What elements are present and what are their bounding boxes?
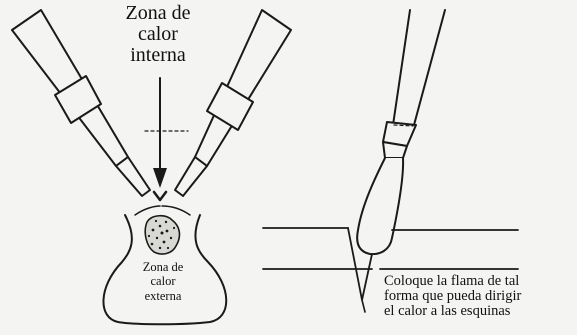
external-zone-line-2: calor	[150, 274, 176, 289]
workpiece-inner-left	[134, 205, 161, 216]
single-torch-flame	[356, 157, 405, 256]
right-torch-nozzle	[174, 156, 208, 197]
external-zone-label: Zona de calor externa	[128, 260, 198, 303]
plate-joint	[262, 227, 519, 313]
external-zone-line-1: Zona de	[142, 260, 184, 274]
workpiece-inner-right	[161, 205, 191, 216]
internal-zone-label: Zona de calor interna	[108, 3, 208, 66]
workpiece-outline	[102, 214, 228, 326]
instruction-line-3: el calor a las esquinas	[384, 303, 511, 320]
internal-zone-line-2: calor	[138, 23, 178, 45]
external-zone-line-3: externa	[144, 288, 182, 303]
internal-zone-arrow	[153, 77, 167, 188]
instruction-line-2: forma que pueda dirigir	[384, 288, 522, 305]
flame-speckle	[147, 219, 176, 250]
internal-zone-line-1: Zona de	[125, 2, 191, 24]
single-torch	[356, 9, 446, 256]
right-torch	[174, 9, 292, 197]
left-torch-nozzle	[115, 156, 151, 197]
single-torch-tube-right	[413, 9, 446, 126]
flame-blob	[144, 214, 181, 255]
single-torch-nozzle	[382, 141, 408, 159]
instruction-caption: Coloque la flama de tal forma que pueda …	[384, 273, 574, 320]
flame-tip	[152, 190, 168, 202]
left-torch	[11, 9, 151, 197]
internal-zone-line-3: interna	[130, 44, 186, 66]
left-torch-collar	[54, 75, 102, 124]
right-torch-collar	[206, 82, 254, 131]
single-torch-tube-left	[392, 9, 411, 126]
instruction-line-1: Coloque la flama de tal	[384, 273, 520, 289]
right-torch-tube	[194, 9, 292, 167]
